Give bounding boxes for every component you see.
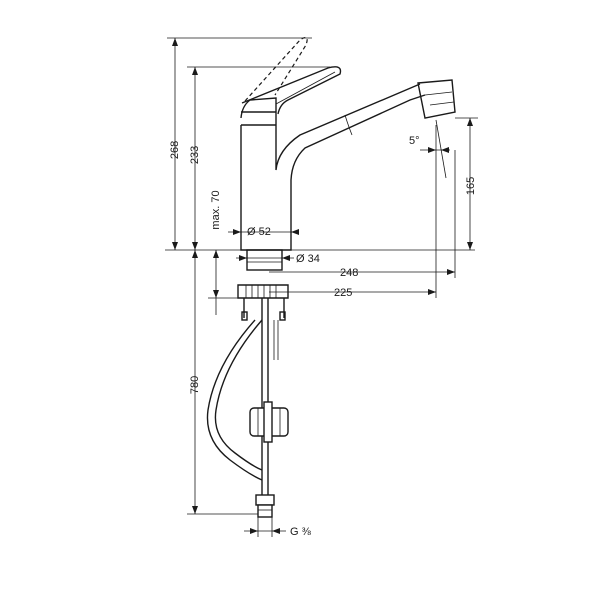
lever-raised-outline — [244, 36, 308, 102]
hose-weight — [249, 401, 289, 443]
dim-233-label: 233 — [189, 146, 201, 164]
dim-max70-label: max. 70 — [210, 190, 222, 229]
mounting-assembly — [237, 249, 289, 495]
dim-d52-label: Ø 52 — [247, 226, 271, 238]
dim-g38-label: G ⅜ — [290, 526, 312, 538]
faucet-body — [240, 66, 456, 251]
dim-268-label: 268 — [169, 141, 181, 159]
dim-d34-label: Ø 34 — [296, 253, 320, 265]
dim-225-label: 225 — [334, 287, 352, 299]
dim-780-label: 780 — [189, 376, 201, 394]
pull-out-hose — [206, 319, 263, 481]
dimension-lines — [165, 37, 478, 537]
dim-165-label: 165 — [465, 177, 477, 195]
supply-connector — [255, 494, 275, 518]
dim-5deg-label: 5° — [409, 135, 420, 147]
dim-248-label: 248 — [340, 267, 358, 279]
